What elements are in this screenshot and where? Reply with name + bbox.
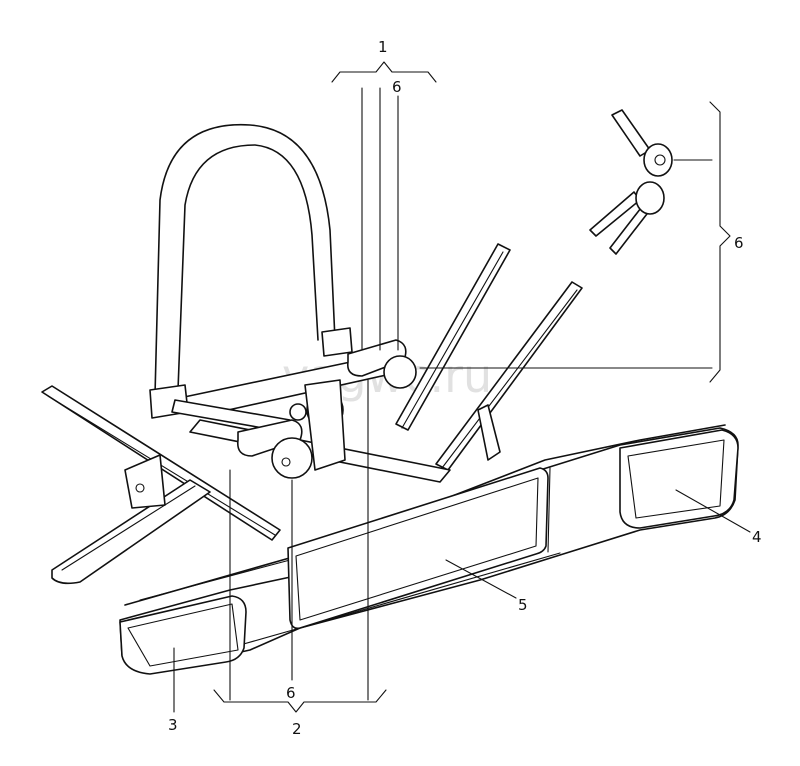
callout-leader-4 [675,489,751,533]
clamp-knob-left [236,419,313,479]
callout-label-6-bottom: 6 [286,684,296,702]
callout-label-6-top: 6 [392,78,402,96]
callout-bracket-6-right [419,101,731,383]
callout-label-3: 3 [168,716,178,734]
callout-bracket-1 [331,61,437,351]
tail-light-left [119,595,247,675]
callout-leader-5 [445,559,517,599]
tail-light-right [619,429,739,529]
callout-label-4: 4 [752,528,762,546]
callout-label-2: 2 [292,720,302,738]
callout-bracket-2 [213,379,387,713]
wheel-tray-left [41,385,281,585]
callout-label-6-keys: 6 [734,234,744,252]
star-bracket [289,379,346,471]
callout-label-1: 1 [378,38,388,56]
license-plate [287,467,549,630]
keys-icon [589,109,673,255]
clamp-knob-right [346,339,417,389]
callout-label-5: 5 [518,596,528,614]
